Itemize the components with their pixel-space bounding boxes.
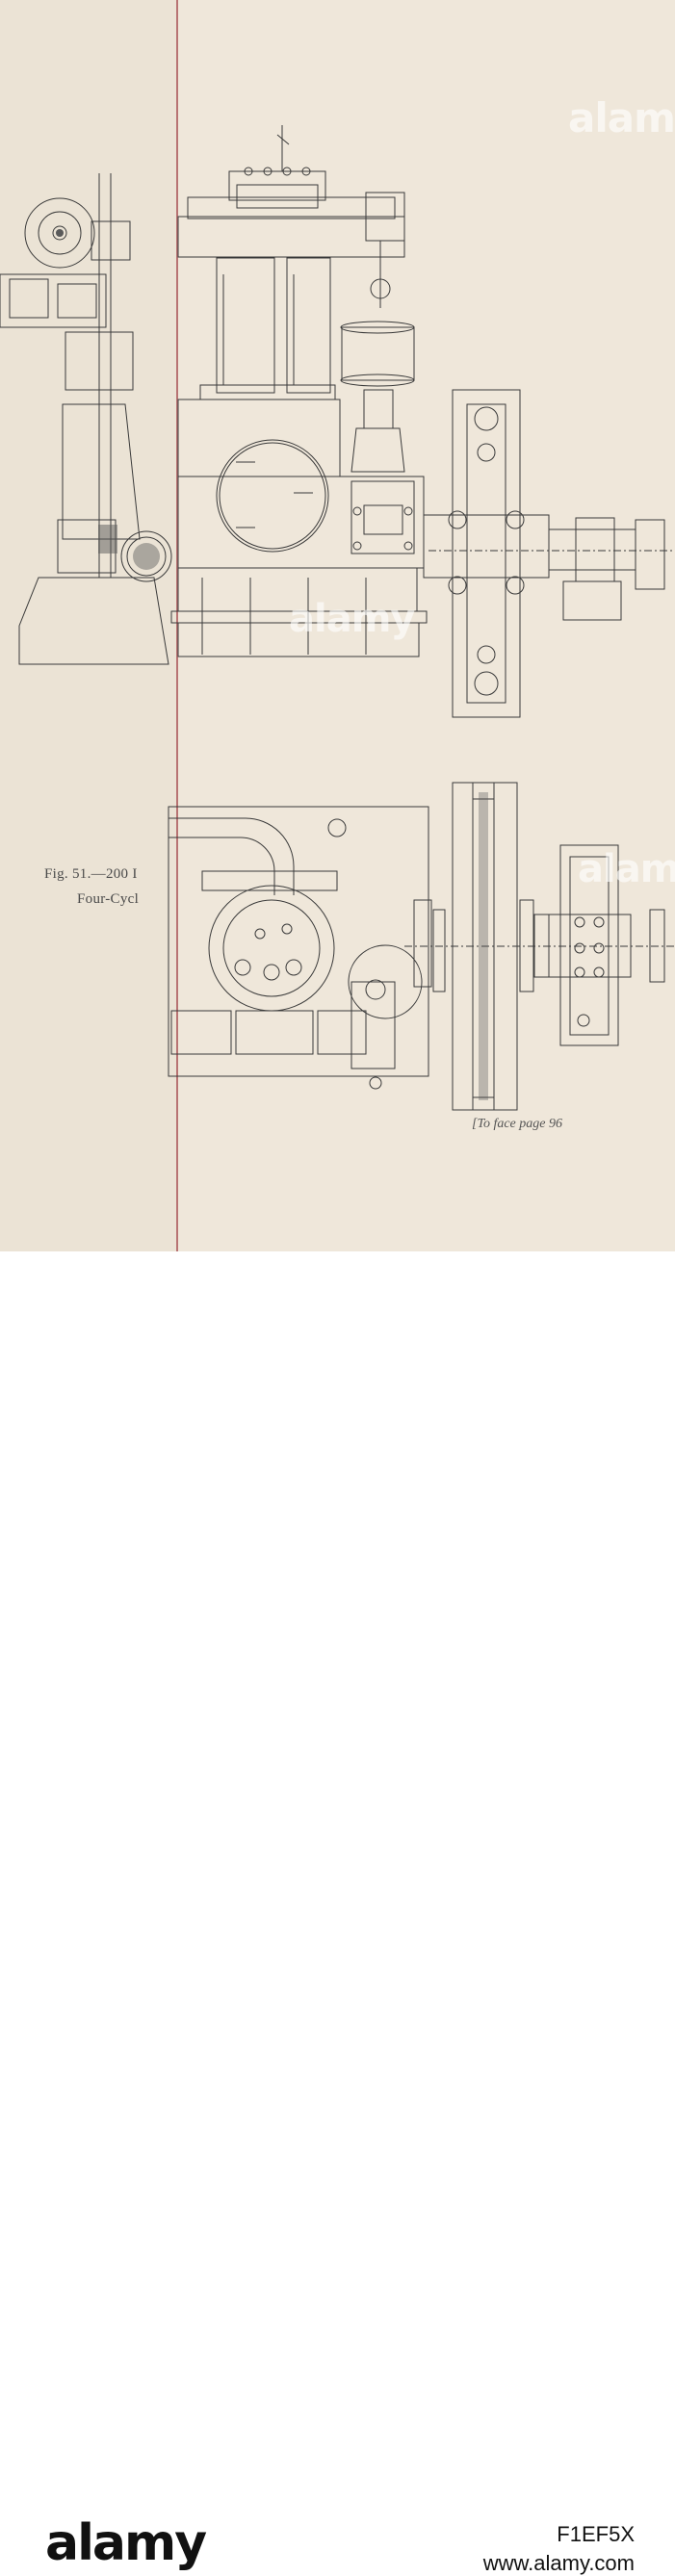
figure-caption-line1: Fig. 51.—200 I — [44, 866, 138, 882]
image-id: F1EF5X — [557, 2522, 635, 2546]
stock-footer: alamy F1EF5X www.alamy.com — [0, 1251, 675, 2575]
site-url: www.alamy.com — [482, 2551, 635, 2575]
engine-plan-view — [168, 782, 674, 1111]
engine-elevation-view — [0, 125, 674, 718]
face-page-note: [To face page 96 — [472, 1117, 562, 1131]
watermark-logo: alamy — [578, 847, 675, 891]
alamy-logo: alamy — [45, 2514, 207, 2572]
scanned-plate: Fig. 51.—200 I Four-Cycl [To face page 9… — [0, 0, 675, 1251]
engine-drawing — [0, 125, 674, 1111]
fold-out-flap — [0, 0, 176, 1251]
watermark-logo: alamy — [289, 597, 415, 641]
figure-caption-line2: Four-Cycl — [77, 891, 140, 907]
fold-line — [176, 0, 178, 1251]
watermark-logo: alamy — [568, 94, 675, 142]
